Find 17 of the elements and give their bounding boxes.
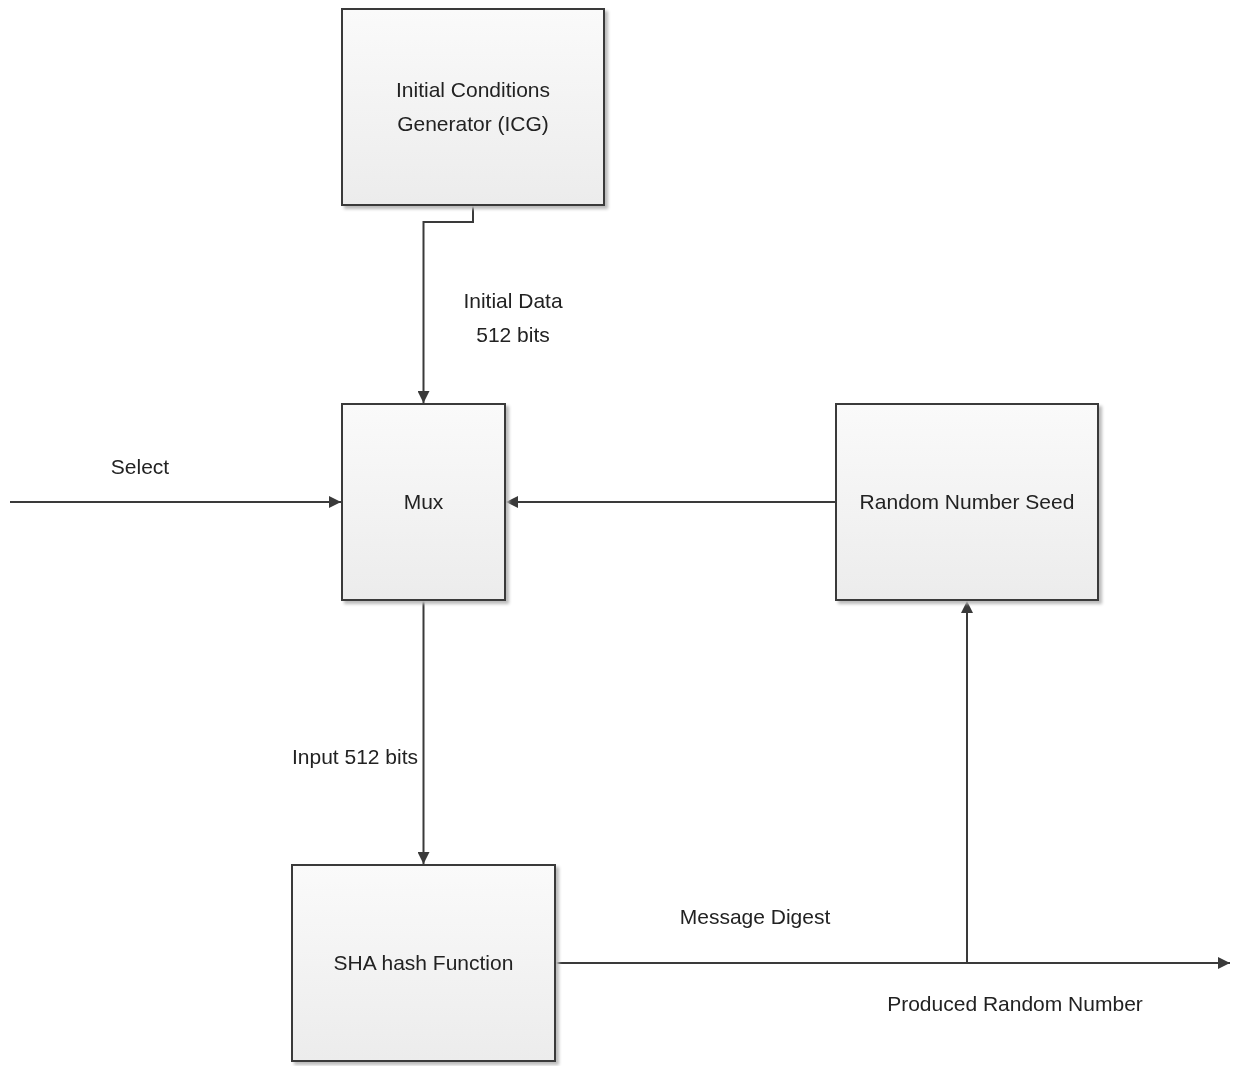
process-box (341, 403, 506, 601)
process-box (835, 403, 1099, 601)
edge-label: Input 512 bits (290, 744, 420, 770)
process-box (291, 864, 556, 1062)
arrow (9, 496, 342, 508)
arrow (505, 496, 836, 508)
arrow (417, 205, 474, 404)
box-label: Mux (402, 489, 445, 516)
arrow (417, 600, 430, 865)
box-label: SHA hash Function (332, 950, 515, 977)
edge-label: Select (109, 454, 171, 480)
box-label: Random Number Seed (858, 489, 1076, 516)
edge-label: Initial Data 512 bits (462, 288, 564, 348)
edge-label: Produced Random Number (886, 991, 1144, 1017)
box-label: Initial Conditions Generator (ICG) (394, 77, 552, 137)
edge-label: Message Digest (678, 904, 832, 930)
process-box (341, 8, 605, 206)
